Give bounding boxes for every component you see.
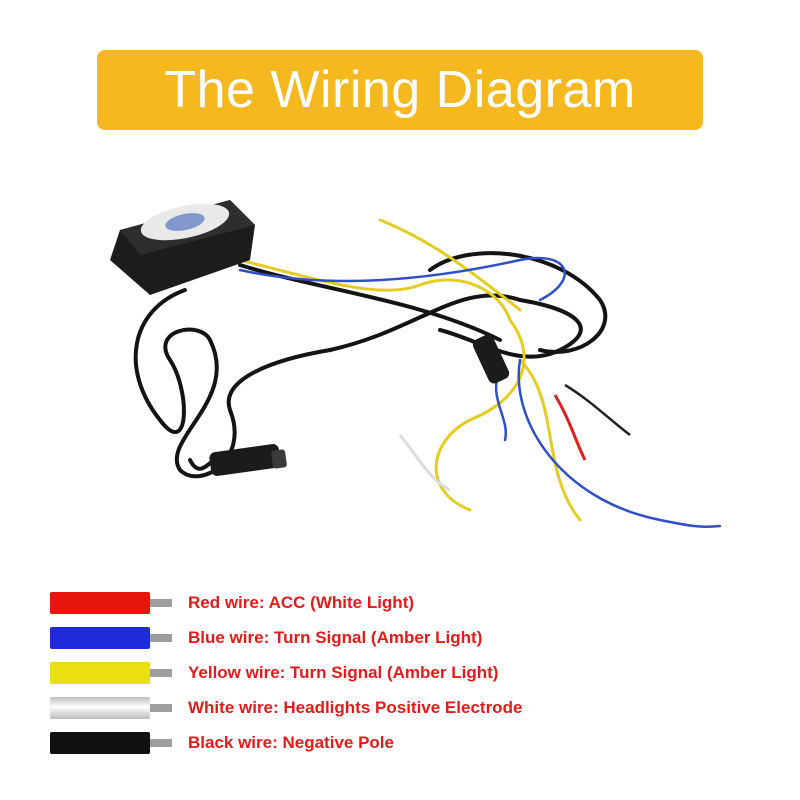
inline-connector [472,334,510,384]
black-wire-swatch [50,731,172,754]
legend-label: Red wire: ACC (White Light) [188,592,415,612]
blue-wire [517,358,722,528]
blue-wire-swatch [50,626,172,649]
wiring-photo [110,200,722,528]
legend-item-white: White wire: Headlights Positive Electrod… [50,690,770,725]
blue-wire [494,373,508,442]
blue-wire [238,256,566,302]
black-wire [428,251,608,354]
control-box [110,200,255,295]
dc-connector [209,444,287,476]
white-wire-swatch [50,696,172,719]
black-wire-loop [133,288,212,434]
legend-label: Yellow wire: Turn Signal (Amber Light) [188,662,499,682]
black-wire-loop [328,293,583,359]
legend-label: Blue wire: Turn Signal (Amber Light) [188,627,483,647]
red-wire [553,394,587,461]
yellow-wire [238,258,512,322]
legend-label: White wire: Headlights Positive Electrod… [188,697,523,717]
legend-label: Black wire: Negative Pole [188,732,394,752]
legend-item-black: Black wire: Negative Pole [50,725,770,760]
legend: Red wire: ACC (White Light) Blue wire: T… [50,585,770,760]
legend-item-blue: Blue wire: Turn Signal (Amber Light) [50,620,770,655]
yellow-wire [518,358,582,522]
black-lead [564,383,631,436]
white-wire [398,434,451,492]
black-wire [238,263,502,342]
red-wire-swatch [50,591,172,614]
yellow-wire [378,218,522,312]
legend-item-yellow: Yellow wire: Turn Signal (Amber Light) [50,655,770,690]
page-title: The Wiring Diagram [164,61,636,119]
legend-item-red: Red wire: ACC (White Light) [50,585,770,620]
yellow-wire-swatch [50,661,172,684]
title-banner: The Wiring Diagram [97,50,703,130]
